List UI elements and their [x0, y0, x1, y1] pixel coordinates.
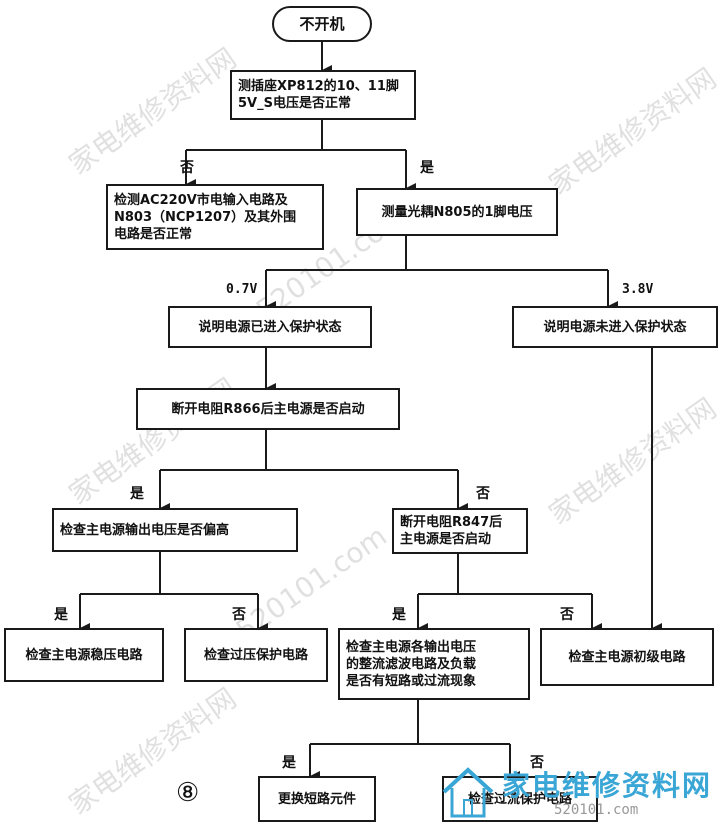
node-check-rectifier: 检查主电源各输出电压 的整流滤波电路及负载 是否有短路或过流现象 — [338, 628, 530, 700]
node-check-primary: 检查主电源初级电路 — [540, 628, 714, 686]
label-yes-output-high: 是 — [130, 486, 144, 502]
node-check-xp812: 测插座XP812的10、11脚 5V_S电压是否正常 — [230, 70, 416, 120]
node-protect-on: 说明电源已进入保护状态 — [168, 306, 372, 348]
label-no-overvoltage: 否 — [232, 607, 246, 623]
label-no-primary: 否 — [560, 607, 574, 623]
label-07v: 0.7V — [226, 282, 258, 297]
label-no-ac220: 否 — [180, 160, 194, 176]
node-measure-n805: 测量光耦N805的1脚电压 — [356, 188, 558, 236]
node-check-ac220: 检测AC220V市电输入电路及 N803（NCP1207）及其外围 电路是否正常 — [106, 184, 324, 250]
site-logo: 家电维修资料网 520101.com — [438, 758, 718, 830]
label-yes-regulator: 是 — [54, 607, 68, 623]
node-start: 不开机 — [272, 6, 372, 42]
label-no-r847: 否 — [476, 486, 490, 502]
label-yes-rectifier: 是 — [392, 607, 406, 623]
logo-text: 家电维修资料网 — [502, 769, 713, 802]
label-38v: 3.8V — [622, 282, 654, 297]
logo-house-icon — [442, 767, 494, 818]
node-protect-off: 说明电源未进入保护状态 — [512, 306, 718, 348]
node-check-output-high: 检查主电源输出电压是否偏高 — [52, 508, 298, 552]
node-replace-short: 更换短路元件 — [258, 776, 376, 822]
logo-url: 520101.com — [554, 802, 639, 818]
node-check-regulator: 检查主电源稳压电路 — [4, 628, 164, 682]
node-cut-r866: 断开电阻R866后主电源是否启动 — [136, 388, 400, 430]
figure-number: ⑧ — [176, 778, 200, 808]
label-yes-n805: 是 — [420, 160, 434, 176]
node-cut-r847: 断开电阻R847后 主电源是否启动 — [392, 508, 528, 554]
node-check-overvoltage: 检查过压保护电路 — [184, 628, 328, 682]
label-no-overcurrent: 否 — [530, 755, 544, 771]
label-yes-replace: 是 — [282, 755, 296, 771]
